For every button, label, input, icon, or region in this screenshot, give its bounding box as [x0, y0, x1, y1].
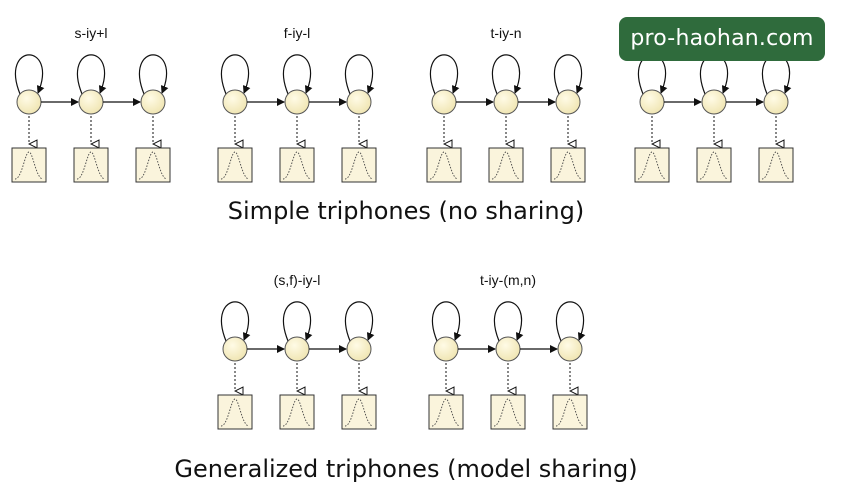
hmm-model: (s,f)-iy-l: [217, 272, 377, 430]
self-loop-arrow: [431, 301, 462, 342]
simple-triphones-group: s-iy+l f-iy-l t-iy-n: [11, 25, 794, 183]
hmm-state: [346, 336, 372, 362]
self-loop-arrow: [282, 301, 313, 342]
hmm-state: [284, 336, 310, 362]
output-distribution-box: [341, 147, 377, 183]
gaussian-curve: [555, 398, 585, 427]
gaussian-curve: [282, 398, 312, 427]
output-distribution-box: [11, 147, 47, 183]
self-loop-arrow: [344, 54, 375, 95]
output-distribution-box: [758, 147, 794, 183]
gaussian-curve: [491, 151, 521, 180]
self-loop-arrow: [220, 54, 251, 95]
hmm-model: s-iy+l: [11, 25, 171, 183]
model-label: t-iy-n: [490, 25, 521, 41]
gaussian-curve: [344, 151, 374, 180]
gaussian-curve: [761, 151, 791, 180]
self-loop-arrow: [282, 54, 313, 95]
hmm-model: t-iy-n: [426, 25, 586, 183]
output-distribution-box: [217, 147, 253, 183]
hmm-state: [763, 89, 789, 115]
output-distribution-box: [550, 147, 586, 183]
gaussian-curve: [699, 151, 729, 180]
gaussian-curve: [282, 151, 312, 180]
gaussian-curve: [493, 398, 523, 427]
hmm-state: [78, 89, 104, 115]
model-label: f-iy-l: [284, 25, 310, 41]
hmm-state: [431, 89, 457, 115]
output-distribution-box: [488, 147, 524, 183]
hmm-state: [495, 336, 521, 362]
output-distribution-box: [696, 147, 732, 183]
gaussian-curve: [637, 151, 667, 180]
hmm-state: [222, 89, 248, 115]
model-label: s-iy+l: [74, 25, 107, 41]
output-distribution-box: [279, 394, 315, 430]
self-loop-arrow: [555, 301, 586, 342]
model-label: t-iy-(m,n): [480, 272, 536, 288]
hmm-state: [555, 89, 581, 115]
gaussian-curve: [553, 151, 583, 180]
hmm-state: [493, 89, 519, 115]
model-label: (s,f)-iy-l: [274, 272, 321, 288]
output-distribution-box: [490, 394, 526, 430]
self-loop-arrow: [138, 54, 169, 95]
output-distribution-box: [341, 394, 377, 430]
simple-triphones-caption: Simple triphones (no sharing): [228, 197, 584, 225]
hmm-state: [433, 336, 459, 362]
gaussian-curve: [220, 398, 250, 427]
gaussian-curve: [138, 151, 168, 180]
self-loop-arrow: [14, 54, 45, 95]
hmm-state: [284, 89, 310, 115]
hmm-state: [701, 89, 727, 115]
self-loop-arrow: [76, 54, 107, 95]
hmm-state: [557, 336, 583, 362]
self-loop-arrow: [429, 54, 460, 95]
hmm-model: [634, 54, 794, 183]
generalized-triphones-group: (s,f)-iy-l t-iy-(m,n): [217, 272, 588, 430]
self-loop-arrow: [493, 301, 524, 342]
output-distribution-box: [552, 394, 588, 430]
output-distribution-box: [634, 147, 670, 183]
hmm-state: [346, 89, 372, 115]
hmm-state: [222, 336, 248, 362]
self-loop-arrow: [344, 301, 375, 342]
gaussian-curve: [429, 151, 459, 180]
generalized-triphones-caption: Generalized triphones (model sharing): [174, 455, 637, 483]
hmm-state: [16, 89, 42, 115]
output-distribution-box: [428, 394, 464, 430]
self-loop-arrow: [220, 301, 251, 342]
hmm-state: [140, 89, 166, 115]
output-distribution-box: [135, 147, 171, 183]
hmm-model: t-iy-(m,n): [428, 272, 588, 430]
self-loop-arrow: [491, 54, 522, 95]
gaussian-curve: [14, 151, 44, 180]
output-distribution-box: [217, 394, 253, 430]
gaussian-curve: [344, 398, 374, 427]
watermark-badge: pro-haohan.com: [619, 17, 825, 61]
hmm-state: [639, 89, 665, 115]
output-distribution-box: [73, 147, 109, 183]
gaussian-curve: [220, 151, 250, 180]
gaussian-curve: [76, 151, 106, 180]
gaussian-curve: [431, 398, 461, 427]
self-loop-arrow: [553, 54, 584, 95]
hmm-model: f-iy-l: [217, 25, 377, 183]
output-distribution-box: [279, 147, 315, 183]
output-distribution-box: [426, 147, 462, 183]
